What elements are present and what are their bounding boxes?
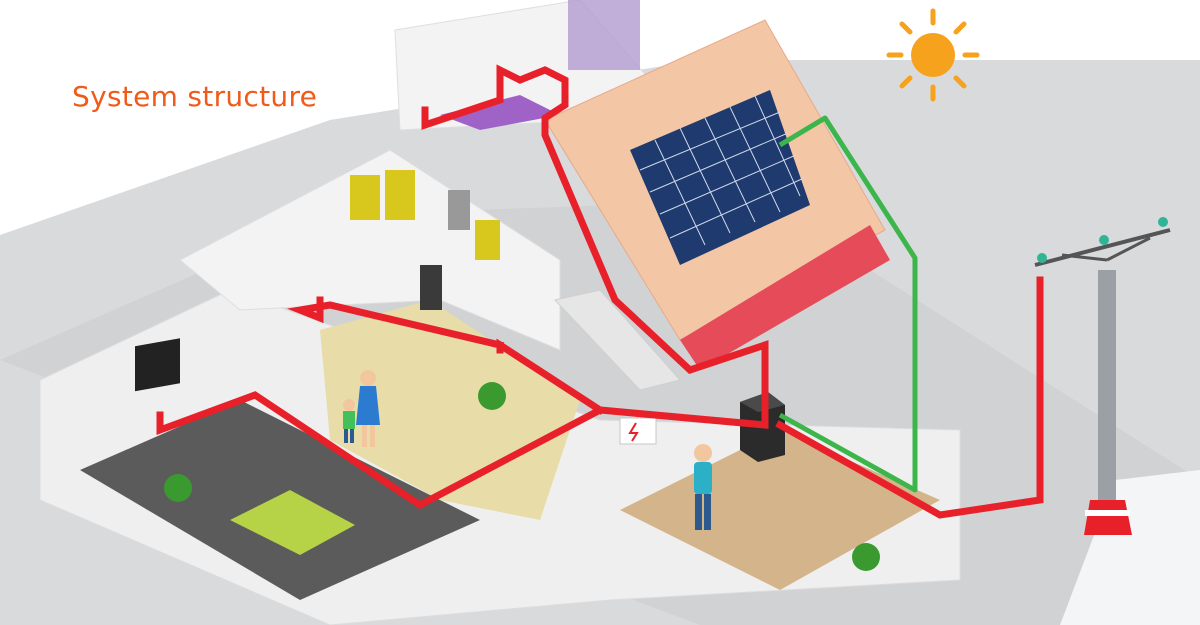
sun-icon [886,8,980,102]
page-title: System structure [72,80,318,113]
solar-panel [630,90,810,265]
power-line-pole [1034,217,1171,535]
ac-wiring [156,64,1044,519]
person-woman [356,370,380,447]
kitchen-cabinet-3 [475,220,500,260]
person-man [694,444,712,530]
window-blind [568,0,640,70]
kitchen-cabinet-2 [385,170,415,220]
rug [230,490,355,555]
oven [420,265,442,310]
range-hood [448,190,470,230]
kitchen-cabinet-1 [350,175,380,220]
plant [164,382,880,571]
dc-wiring [778,115,918,493]
bed [440,95,560,130]
roof-tiles [680,225,890,370]
television [135,338,180,392]
corner-panel [1060,470,1200,625]
person-child [343,399,355,443]
stairs [554,289,681,391]
dining-floor [320,300,580,520]
distribution-box [619,417,657,445]
